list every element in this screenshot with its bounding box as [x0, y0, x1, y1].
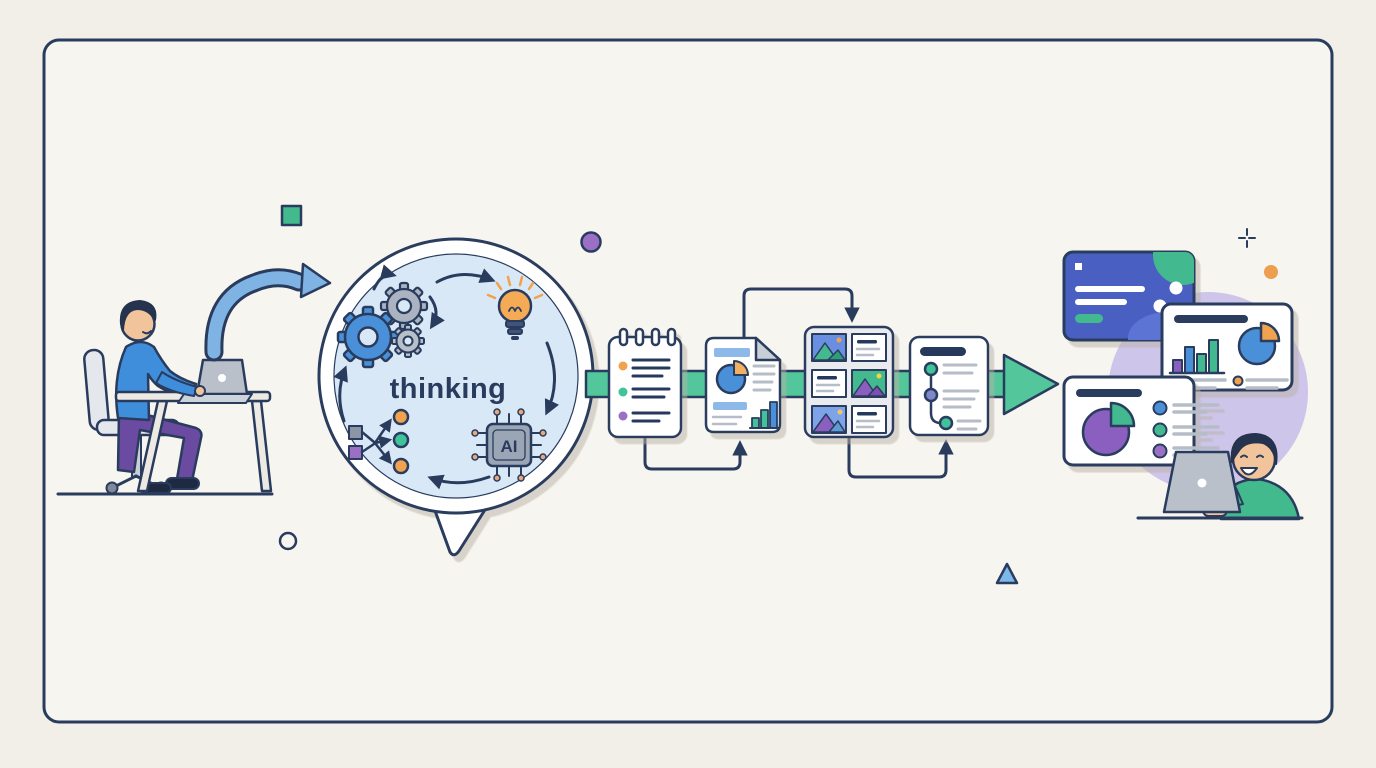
ai-chip-icon: AI	[471, 408, 547, 482]
arm	[155, 371, 198, 397]
branch-diagram-icon	[348, 408, 410, 475]
green-square-icon	[280, 204, 303, 227]
curved-arrow-icon	[204, 262, 332, 362]
connector-arrows-icon	[643, 287, 954, 479]
outline-circle-icon	[278, 531, 298, 551]
left-person-scene	[56, 300, 274, 496]
thought-bubble: thinking AI	[317, 237, 595, 557]
report-document-icon	[704, 336, 782, 434]
crosshair-icon	[1238, 228, 1256, 248]
hand	[194, 385, 206, 397]
thinking-label: thinking	[390, 373, 507, 405]
timeline-document-icon	[908, 335, 990, 437]
notes-document-icon	[607, 327, 683, 439]
pie-legend-analytics-card-icon	[1062, 375, 1220, 467]
bar-pie-analytics-card-icon	[1160, 302, 1294, 392]
gears-icon	[336, 281, 429, 369]
purple-dot-icon	[580, 231, 602, 253]
ai-chip-label: AI	[501, 437, 518, 456]
right-person-scene	[1136, 433, 1304, 521]
cycle-arrows-icon	[333, 264, 560, 490]
lightbulb-icon	[486, 275, 544, 340]
blue-triangle-icon	[995, 562, 1019, 585]
orange-dot-icon	[1264, 265, 1278, 279]
laptop-icon	[177, 358, 253, 404]
decor-shapes	[278, 204, 1278, 585]
image-grid-document-icon	[803, 325, 895, 439]
laptop-icon	[1162, 450, 1242, 514]
